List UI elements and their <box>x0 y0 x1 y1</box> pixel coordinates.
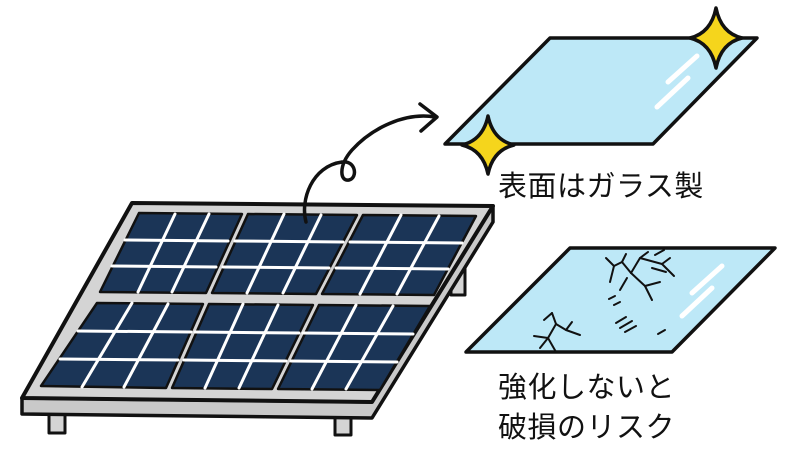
glass-sheet-surface <box>443 36 759 146</box>
glass-sheet-surface <box>464 246 777 354</box>
glass-sheet-cracked <box>464 246 777 354</box>
solar-panel <box>20 201 495 437</box>
crack-icon <box>533 312 581 353</box>
crack-icon <box>605 249 675 301</box>
glass-sheet-intact <box>443 6 759 176</box>
sparkle-icon <box>460 114 516 176</box>
caption-risk-line-1: 強化しないと <box>498 370 676 404</box>
sparkle-icon <box>688 6 744 70</box>
curved-arrow-icon <box>302 102 439 224</box>
caption-glass-surface: 表面はガラス製 <box>498 169 704 203</box>
glass-reflection <box>654 53 700 110</box>
crack-fragments <box>608 295 666 335</box>
caption-risk-line-2: 破損のリスク <box>498 410 676 444</box>
cell-grid-lines <box>58 212 464 391</box>
glass-reflection <box>679 263 725 319</box>
